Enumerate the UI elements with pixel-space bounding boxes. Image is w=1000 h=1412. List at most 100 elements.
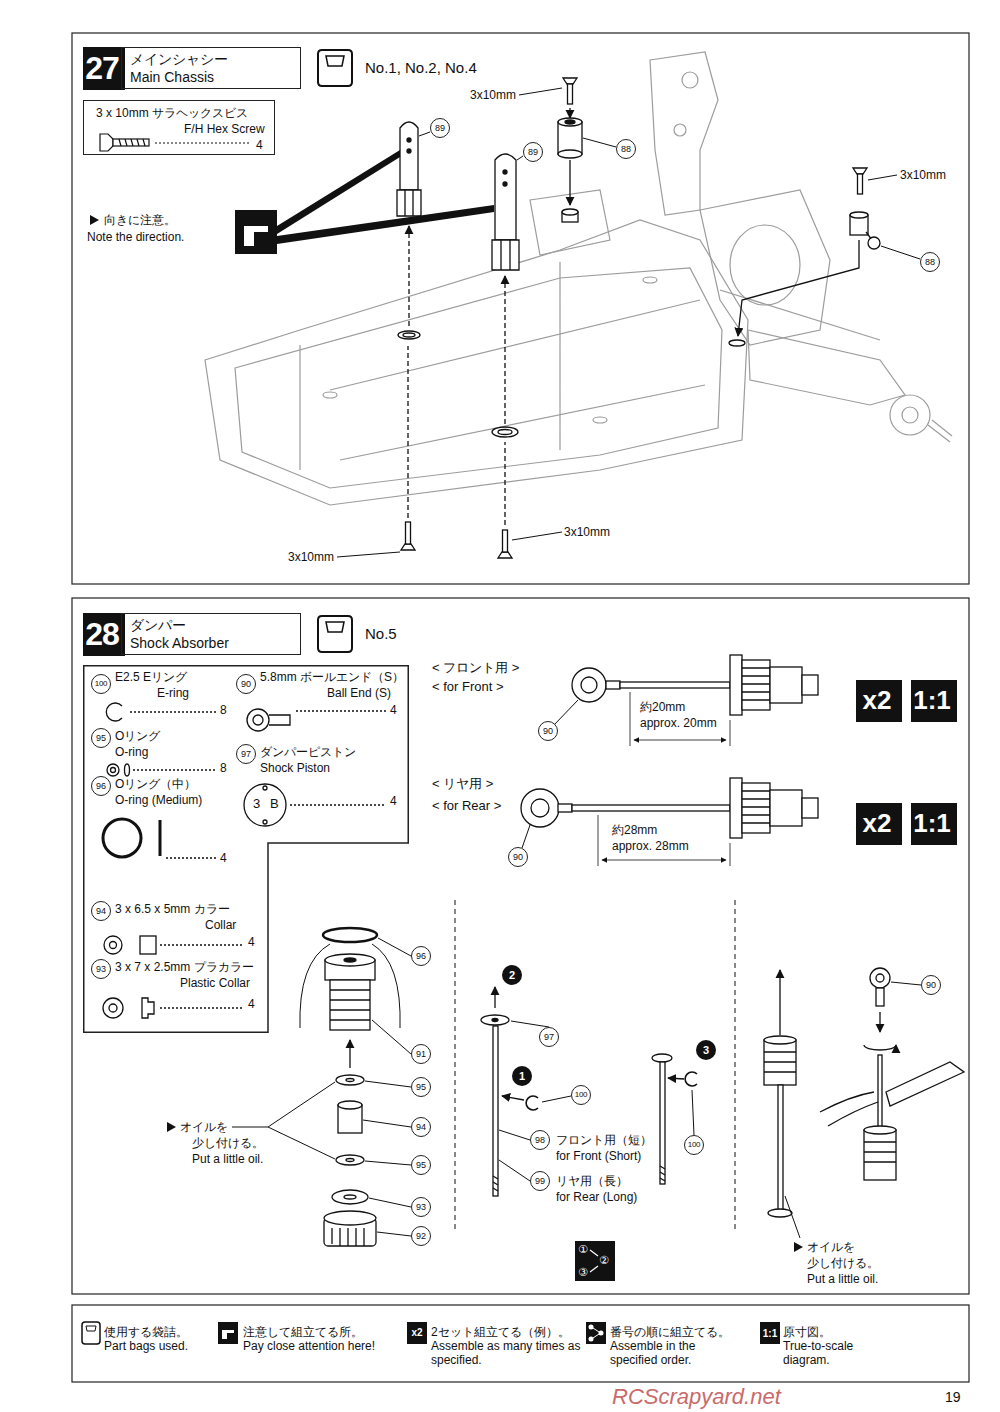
assembly-step28 bbox=[481, 1015, 509, 1025]
callout-number: 88 bbox=[616, 139, 636, 159]
callout-leaders bbox=[583, 138, 616, 147]
parts-step27 bbox=[498, 430, 512, 435]
assembly-step28 bbox=[332, 1190, 368, 1204]
assembly-step28 bbox=[764, 1040, 796, 1085]
panel-frames bbox=[72, 33, 969, 584]
parts-step27 bbox=[492, 427, 518, 437]
assembly-step28 bbox=[870, 968, 890, 988]
shock-illustrations bbox=[620, 682, 730, 688]
screw-icon bbox=[113, 139, 149, 146]
parts-step27 bbox=[407, 346, 408, 518]
chassis-illustration bbox=[323, 392, 337, 398]
assembly-step28 bbox=[685, 1072, 697, 1086]
label: No.5 bbox=[365, 625, 397, 643]
assembly-step28 bbox=[876, 988, 884, 1006]
parts-step27 bbox=[407, 149, 411, 153]
label: for Front (Short) bbox=[556, 1149, 641, 1164]
shock-illustrations bbox=[730, 655, 742, 715]
assembly-step28 bbox=[346, 1159, 354, 1162]
callout-leaders bbox=[419, 132, 430, 136]
chassis-illustration bbox=[748, 330, 905, 405]
shock-illustrations bbox=[558, 804, 572, 812]
assembly-step28 bbox=[344, 1195, 356, 1199]
callout-leaders bbox=[337, 88, 920, 557]
callout-number: 90 bbox=[538, 721, 558, 741]
node-text: ① bbox=[578, 1243, 588, 1256]
node-text: ダンパー bbox=[130, 617, 186, 634]
parts-step27 bbox=[558, 118, 582, 126]
legend-icons bbox=[589, 1337, 594, 1342]
scale-badge: 1:1 bbox=[911, 680, 957, 722]
node-text: x2 bbox=[856, 680, 898, 720]
chassis-illustration bbox=[928, 420, 952, 442]
shock-illustrations bbox=[606, 681, 620, 689]
parts-step27 bbox=[858, 174, 863, 194]
assembly-step28 bbox=[493, 1026, 498, 1196]
parts-list-icons bbox=[107, 764, 119, 776]
assembly-step28 bbox=[864, 1126, 896, 1134]
parts-step27 bbox=[569, 160, 570, 205]
scale-badge: 1:1 bbox=[911, 803, 957, 845]
label: 少し付ける。 bbox=[192, 1136, 264, 1151]
parts-step27 bbox=[398, 331, 420, 339]
panel-frames bbox=[72, 33, 969, 1382]
step-title: メインシャシーMain Chassis bbox=[121, 47, 301, 89]
legend-icons bbox=[82, 1322, 100, 1344]
assembly-step28 bbox=[660, 1166, 665, 1181]
parts-step27 bbox=[407, 138, 411, 142]
callout-number: 100 bbox=[91, 674, 111, 694]
assembly-step28 bbox=[820, 1092, 878, 1126]
assembly-step28 bbox=[768, 1209, 792, 1217]
callout-number: 94 bbox=[411, 1117, 431, 1137]
node-text: 3 x 6.5 x 5mm カラー bbox=[115, 902, 230, 917]
chassis-illustration bbox=[643, 277, 657, 283]
node-text: 3 x 7 x 2.5mm プラカラー bbox=[115, 960, 254, 975]
label: 約20mm bbox=[640, 700, 685, 715]
parts-step27 bbox=[504, 276, 505, 424]
parts-list-icons bbox=[159, 820, 162, 856]
node-text: Collar bbox=[205, 918, 236, 933]
node-text: ③ bbox=[578, 1266, 588, 1279]
node-text: 1:1 bbox=[911, 680, 953, 720]
assembly-step28 bbox=[864, 1130, 896, 1180]
callout-number: 2 bbox=[502, 965, 522, 985]
assembly-step28 bbox=[891, 982, 921, 985]
assembly-step28 bbox=[886, 1062, 964, 1106]
legend-text: 使用する袋詰。 Part bags used. bbox=[104, 1325, 200, 1353]
chassis-illustration bbox=[730, 225, 800, 305]
assembly-step28 bbox=[876, 974, 884, 982]
parts-list-icons bbox=[140, 936, 156, 954]
label: フロント用（短） bbox=[556, 1133, 652, 1148]
shock-illustrations bbox=[521, 655, 818, 866]
legend-icons bbox=[86, 1326, 96, 1331]
parts-list-icons bbox=[133, 769, 217, 770]
callout-number: 90 bbox=[921, 975, 941, 995]
assembly-step28 bbox=[864, 1045, 896, 1050]
node-text: Ball End (S) bbox=[327, 686, 391, 701]
node-text: Oリング（中） bbox=[115, 777, 196, 792]
node-text: Oリング bbox=[115, 729, 160, 744]
node-text: F/H Hex Screw bbox=[184, 122, 265, 137]
assembly-step28 bbox=[668, 1078, 684, 1079]
parts-step27 bbox=[853, 168, 867, 174]
callout-leaders bbox=[881, 246, 920, 259]
screw-icon bbox=[155, 142, 250, 143]
legend-icons bbox=[760, 1322, 780, 1344]
assembly-step28 bbox=[764, 1052, 796, 1072]
parts-step27 bbox=[565, 120, 575, 124]
panel-frames bbox=[72, 598, 969, 1294]
parts-step27 bbox=[397, 190, 421, 216]
assembly-step28 bbox=[455, 900, 735, 1232]
label: x2 bbox=[408, 1325, 426, 1341]
parts-step27 bbox=[563, 78, 577, 84]
chassis-illustration bbox=[682, 72, 698, 88]
parts-list-icons bbox=[130, 711, 217, 712]
assembly-step28 bbox=[879, 1012, 880, 1032]
callout-number: 99 bbox=[530, 1171, 550, 1191]
assembly-step28 bbox=[323, 928, 377, 942]
assembly-step28 bbox=[492, 1019, 498, 1022]
assembly-step28 bbox=[692, 1090, 694, 1135]
label: 1:1 bbox=[761, 1326, 779, 1342]
bag-icon bbox=[318, 616, 352, 652]
parts-list-icons bbox=[103, 703, 386, 1018]
